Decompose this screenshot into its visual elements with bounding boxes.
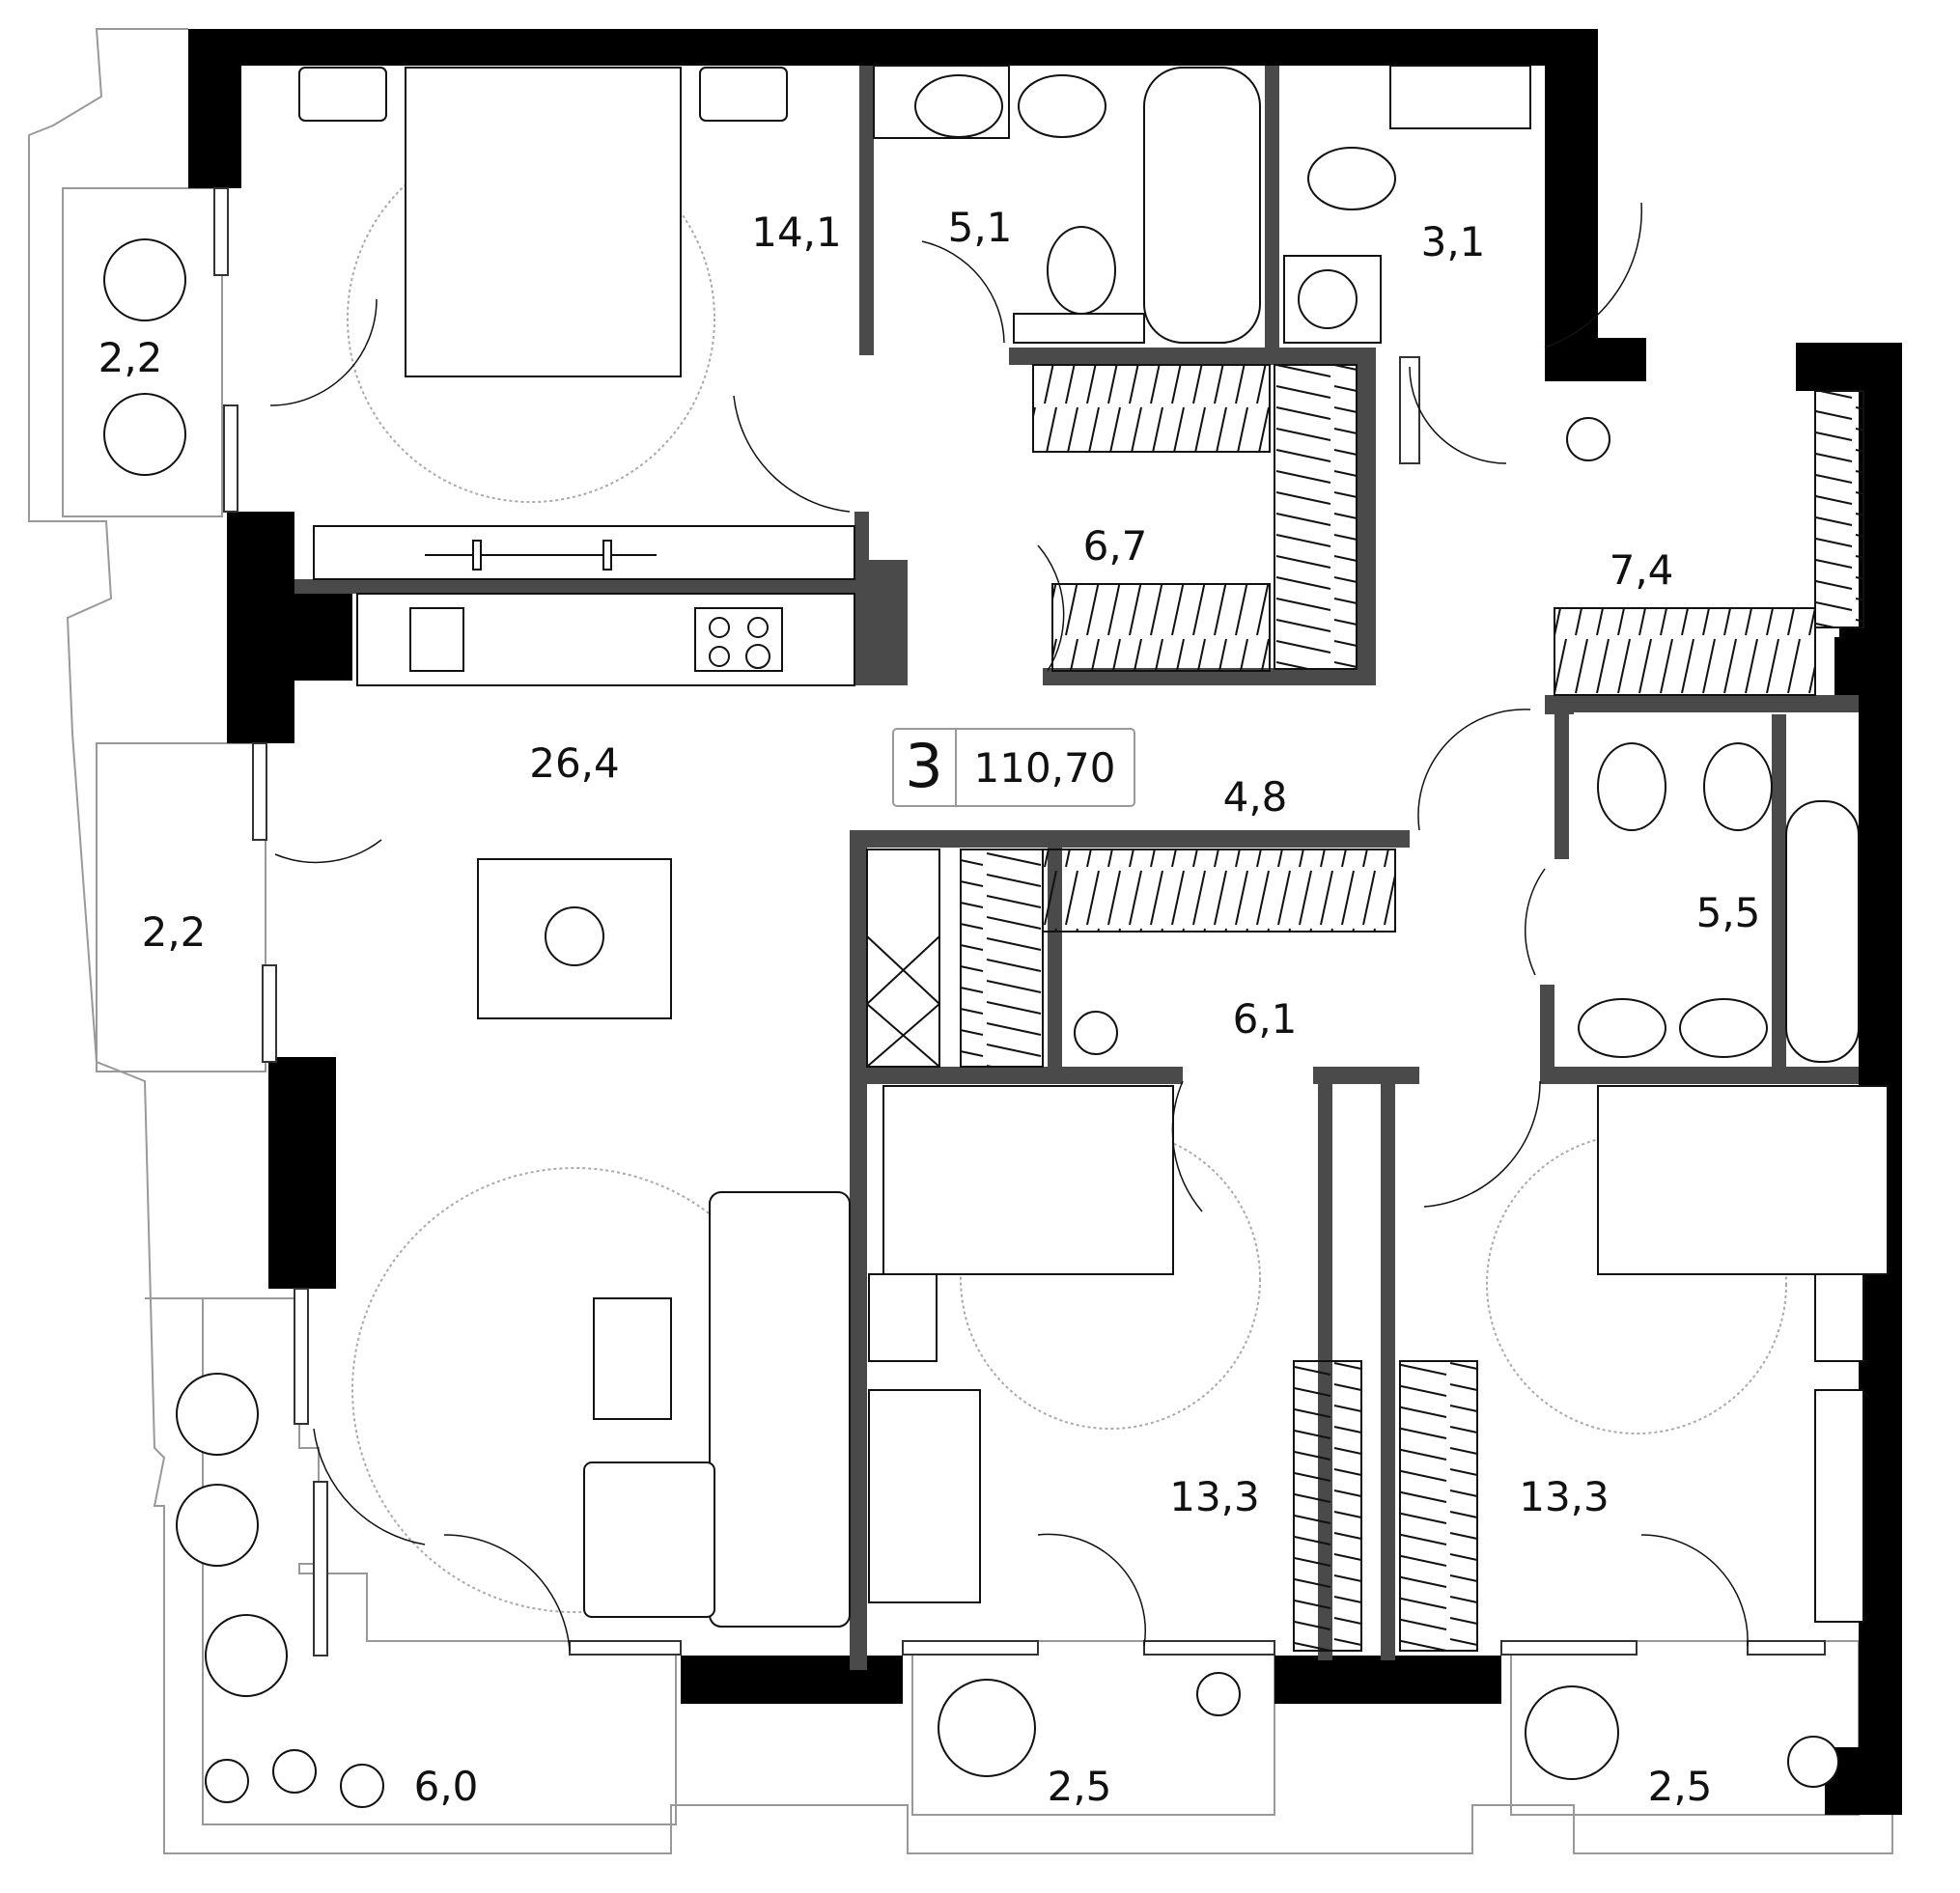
nightstand-icon — [699, 67, 788, 122]
outdoor-planters — [103, 238, 1839, 1808]
storage-cross-box — [866, 849, 940, 1068]
area-label-bathroom-2: 5,5 — [1696, 889, 1761, 936]
area-label-hall-entrance: 7,4 — [1610, 546, 1674, 594]
exterior-walls — [188, 29, 1902, 1815]
area-label-loggia-top-left: 2,2 — [98, 334, 163, 381]
floor-drain-icon — [1566, 417, 1610, 461]
area-label-dressing-room: 6,7 — [1083, 522, 1148, 570]
area-label-hallway-inner: 6,1 — [1233, 995, 1298, 1043]
area-label-bedroom-master: 14,1 — [751, 209, 842, 256]
nightstand-icon — [868, 1273, 938, 1362]
balcony-bottom-mid-outline — [911, 1640, 1275, 1816]
area-label-living-kitchen: 26,4 — [529, 739, 620, 787]
total-area: 110,70 — [974, 744, 1116, 792]
area-label-bathroom-1: 5,1 — [948, 204, 1013, 251]
dresser-icon — [1814, 1389, 1864, 1623]
planter-icon — [103, 393, 186, 476]
area-label-loggia-mid-left: 2,2 — [142, 908, 207, 956]
area-label-bedroom-3: 13,3 — [1519, 1473, 1610, 1520]
wardrobe-dressing-top — [1032, 364, 1271, 453]
wardrobe-corridor-side — [960, 849, 1044, 1068]
toilet-icon — [1047, 226, 1116, 315]
wardrobes — [866, 364, 1864, 1652]
wardrobe-dressing-bottom — [1051, 583, 1271, 672]
planter-icon — [103, 238, 186, 321]
wardrobe-dressing-side — [1274, 364, 1358, 670]
balcony-outlines — [28, 28, 1893, 1854]
toilet-icon — [1597, 742, 1666, 831]
area-label-toilet-laundry: 3,1 — [1421, 218, 1486, 265]
washbasin-icon — [1018, 74, 1106, 138]
sanitary-fixtures — [873, 65, 1860, 1063]
loggia-mid-left-outline — [96, 742, 266, 1072]
bathtub-icon — [1143, 67, 1261, 344]
plant-icon — [1787, 1736, 1839, 1788]
plant-icon — [340, 1764, 384, 1808]
furniture — [298, 67, 1889, 1628]
area-label-terrace: 6,0 — [414, 1763, 479, 1810]
wardrobe-hall-side — [1814, 390, 1864, 628]
rooms-count: 3 — [905, 731, 942, 801]
sink-icon — [409, 607, 464, 672]
kitchen-island — [313, 525, 855, 580]
loggia-top-left-outline — [62, 187, 223, 517]
planter-icon — [176, 1373, 259, 1456]
apartment-badge: 3 110,70 — [892, 728, 1135, 807]
nightstand-icon — [298, 67, 387, 122]
coffee-table-icon — [593, 1297, 672, 1420]
installation-box — [1013, 313, 1145, 344]
washbasin-icon — [914, 74, 1003, 138]
desk-icon — [868, 1389, 981, 1603]
area-label-balcony-right: 2,5 — [1648, 1763, 1713, 1810]
kitchen-counter — [313, 525, 855, 686]
ottoman-icon — [583, 1462, 715, 1618]
bed-2-icon — [882, 1085, 1174, 1275]
planter-icon — [1525, 1685, 1619, 1780]
washbasin-icon — [1578, 998, 1666, 1058]
doors — [269, 202, 1749, 1652]
toilet-icon — [1307, 147, 1396, 210]
bathtub-icon — [1785, 800, 1860, 1063]
planter-icon — [176, 1484, 259, 1567]
plant-icon — [272, 1749, 317, 1794]
bidet-icon — [1703, 742, 1773, 831]
area-label-bedroom-2: 13,3 — [1169, 1473, 1260, 1520]
sofa-icon — [709, 1191, 851, 1628]
washbasin-small-icon — [1389, 65, 1531, 129]
planter-icon — [205, 1614, 288, 1697]
bed-3-icon — [1597, 1085, 1889, 1275]
floor-drain-icon — [1074, 1011, 1118, 1055]
washbasin-icon — [1679, 998, 1768, 1058]
bed-master-icon — [405, 67, 682, 377]
nightstand-icon — [1814, 1273, 1864, 1362]
plant-icon — [205, 1759, 249, 1803]
wardrobe-hall — [1554, 607, 1816, 696]
wardrobe-bedroom-2 — [1293, 1360, 1362, 1652]
area-label-corridor: 4,8 — [1223, 773, 1288, 821]
room-labels: 14,1 5,1 3,1 2,2 6,7 7,4 26,4 4,8 2,2 5,… — [98, 204, 1761, 1810]
plant-icon — [1196, 1672, 1241, 1716]
wardrobe-bedroom-3 — [1399, 1360, 1478, 1652]
planter-icon — [938, 1679, 1036, 1777]
area-label-balcony-mid: 2,5 — [1048, 1763, 1112, 1810]
wardrobe-corridor — [1042, 849, 1396, 933]
